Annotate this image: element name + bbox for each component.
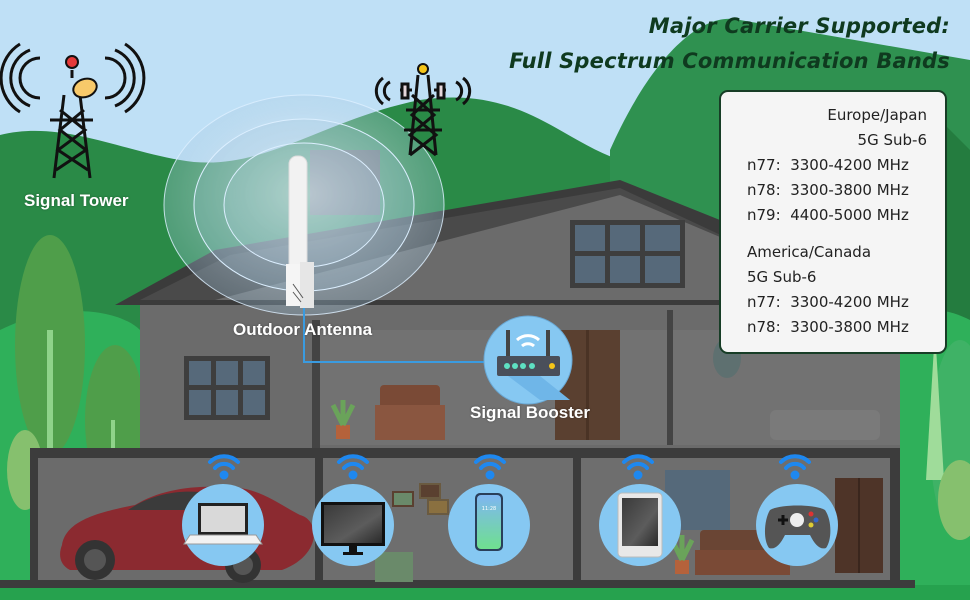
- signal-booster-label: Signal Booster: [470, 403, 590, 422]
- device-game-controller: [756, 484, 838, 566]
- band-range: 3300-3800 MHz: [790, 181, 909, 199]
- signal-tower-icon: [0, 42, 146, 179]
- outdoor-antenna-label: Outdoor Antenna: [233, 320, 373, 339]
- wifi-icon: [337, 454, 369, 480]
- device-monitor: [312, 484, 394, 566]
- band-range: 3300-4200 MHz: [790, 293, 909, 311]
- region-america-canada: America/Canada: [747, 243, 872, 261]
- device-tablet: [599, 484, 681, 566]
- signal-booster-icon: [483, 315, 573, 405]
- band-label: n77:: [747, 156, 781, 174]
- headline-line-2: Full Spectrum Communication Bands: [509, 49, 950, 73]
- ground: [0, 585, 970, 600]
- region-europe-japan: Europe/Japan: [827, 106, 927, 124]
- band-row: n77: 3300-4200 MHz: [747, 156, 909, 174]
- wifi-icon: [474, 454, 506, 480]
- tech-america-canada: 5G Sub-6: [747, 268, 817, 286]
- band-row: n78: 3300-3800 MHz: [747, 181, 909, 199]
- device-laptop: [182, 484, 264, 566]
- band-row: n79: 4400-5000 MHz: [747, 206, 909, 224]
- band-row: n78: 3300-3800 MHz: [747, 318, 909, 336]
- band-label: n78:: [747, 181, 781, 199]
- wifi-icon: [779, 454, 811, 480]
- bands-panel: Europe/Japan 5G Sub-6 n77: 3300-4200 MHz…: [719, 90, 947, 354]
- distant-tower-beacon-icon: [417, 63, 429, 75]
- band-range: 4400-5000 MHz: [790, 206, 909, 224]
- phone-clock: 11:28: [482, 506, 496, 512]
- band-label: n79:: [747, 206, 781, 224]
- tower-beacon-icon: [65, 55, 79, 69]
- outdoor-antenna-icon: [286, 155, 314, 308]
- band-label: n77:: [747, 293, 781, 311]
- wifi-icon: [208, 454, 240, 480]
- band-row: n77: 3300-4200 MHz: [747, 293, 909, 311]
- device-smartphone: [448, 484, 530, 566]
- band-label: n78:: [747, 318, 781, 336]
- tower-dish-icon: [72, 77, 98, 99]
- wifi-icon: [622, 454, 654, 480]
- band-range: 3300-3800 MHz: [790, 318, 909, 336]
- tech-europe-japan: 5G Sub-6: [857, 131, 927, 149]
- distant-tower-icon: [374, 74, 472, 157]
- signal-tower-label: Signal Tower: [24, 191, 129, 210]
- coax-cable: [303, 308, 484, 363]
- wifi-icons: [208, 454, 811, 480]
- headline-line-1: Major Carrier Supported:: [648, 14, 950, 38]
- band-range: 3300-4200 MHz: [790, 156, 909, 174]
